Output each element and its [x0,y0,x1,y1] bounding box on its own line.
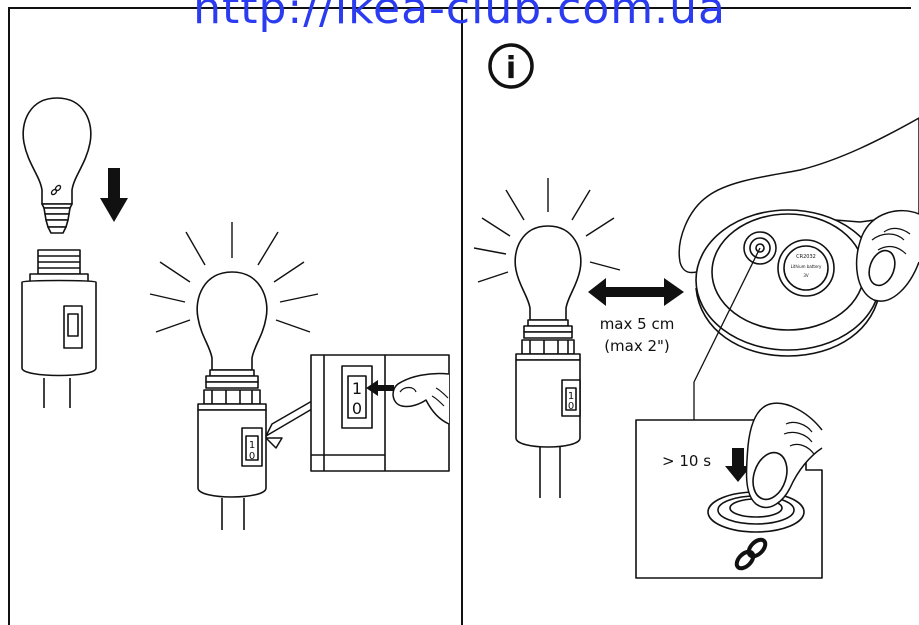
link-chain-icon [734,537,768,571]
right-panel: i [473,43,919,579]
inset-mark-zero: 0 [352,399,362,418]
right-switch-mark-one: 1 [568,391,574,402]
distance-double-arrow-icon [588,278,684,306]
info-circle-icon: i [488,43,534,89]
inset-mark-one: 1 [352,379,362,398]
bulb-glowing: 1 0 [149,222,319,530]
zoom-arrow-head [265,437,283,449]
distance-imperial-label: (max 2") [604,337,670,355]
press-down-arrow-icon [725,448,751,482]
battery-text-label: Lithium battery [791,264,822,269]
battery-model-label: CR2032 [796,254,816,260]
press-arrow-icon [366,380,394,396]
right-switch-mark-zero: 0 [568,401,574,412]
bulb-right: 1 0 [473,178,621,498]
remote-control: CR2032 Lithium battery 3V [678,117,919,357]
socket-left [21,249,97,408]
down-arrow-icon [100,168,128,222]
light-rays-right-icon [473,178,621,283]
bulb-link-icon [50,184,62,196]
left-panel: 1 0 1 0 [21,97,450,530]
press-duration-label: > 10 s [662,452,711,470]
distance-metric-label: max 5 cm [600,315,675,333]
switch-zoom-inset: 1 0 [310,354,450,472]
info-symbol: i [506,51,516,86]
zoom-arrow-icon [265,400,313,437]
switch-mark-one: 1 [249,440,255,451]
leader-line [693,247,761,383]
panel-frame [8,7,911,625]
bulb-insert [22,97,92,234]
light-rays-icon [149,222,319,333]
watermark-text: http://ikea-club.com.ua [193,0,726,34]
finger-press [392,372,450,425]
reset-button-inset: > 10 s [635,402,823,579]
switch-mark-zero: 0 [249,451,255,462]
battery-voltage-label: 3V [803,273,809,278]
